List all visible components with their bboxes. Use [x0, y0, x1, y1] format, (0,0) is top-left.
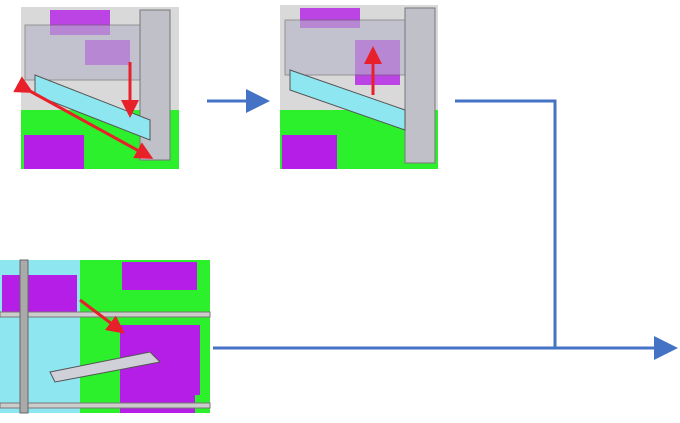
step-1-cad-view	[13, 7, 179, 169]
flow-connector-2-down	[455, 99, 557, 348]
step-2-cad-view	[280, 5, 438, 169]
step-3-cad-top-view	[0, 259, 211, 414]
